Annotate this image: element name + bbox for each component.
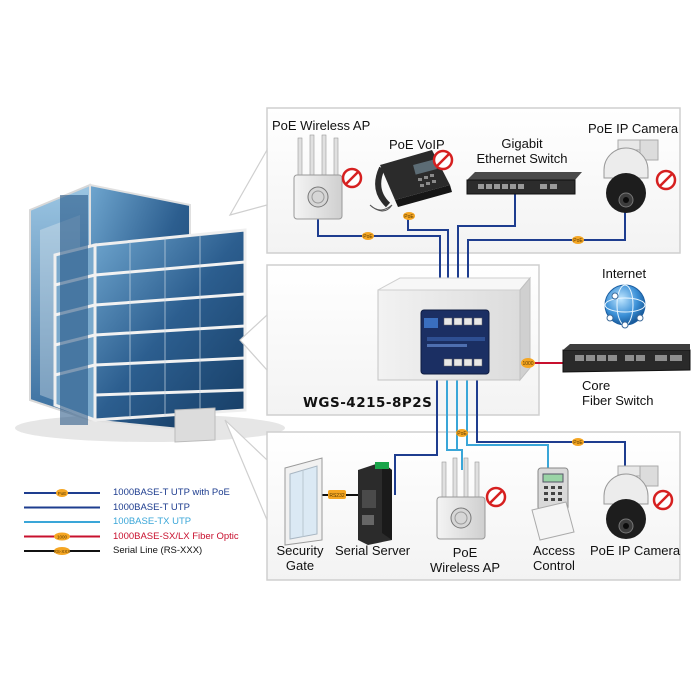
label-camera-top: PoE IP Camera [588,121,679,136]
legend-label: 1000BASE-SX/LX Fiber Optic [113,530,239,542]
label-security-line2: Gate [285,558,315,573]
label-core-line2: Fiber Switch [582,393,654,408]
label-gigabit-line2: Ethernet Switch [476,151,568,166]
label-ap-top: PoE Wireless AP [272,118,371,133]
svg-text:RS232: RS232 [329,493,345,499]
label-gigabit-line1: Gigabit [501,136,543,151]
serial-badge: RS232 [328,490,346,499]
internet-globe [604,284,646,329]
poe-badge-voip: PoE [403,212,415,220]
svg-text:PoE: PoE [573,440,583,446]
no-power-ap-top-icon [341,167,363,189]
label-access-line1: Access [533,543,575,558]
label-serial-server: Serial Server [335,543,411,558]
poe-badge-camera-bottom: PoE [572,438,584,446]
label-camera-bottom: PoE IP Camera [590,543,681,558]
poe-badge-ap-top: PoE [362,232,374,240]
fiber-badge: 1000 [521,358,535,368]
svg-text:PoE: PoE [573,238,583,244]
model-name: WGS-4215-8P2S [303,395,433,411]
label-security-gate: Security Gate [270,543,330,573]
label-core-line1: Core [582,378,611,393]
svg-text:PoE: PoE [363,234,373,240]
legend-badge [56,489,68,497]
label-internet: Internet [602,266,647,281]
poe-badge-ap-bottom: PoE [456,429,468,437]
legend-label: 1000BASE-T UTP with PoE [113,487,230,498]
no-power-camera-top-icon [655,169,677,191]
label-security-line1: Security [276,543,324,558]
ip-camera-top-icon [603,139,659,213]
no-power-icons [341,149,677,511]
label-core-switch: Core Fiber Switch [582,378,654,408]
label-gigabit-switch: Gigabit Ethernet Switch [472,136,572,166]
label-ap-bottom: PoE Wireless AP [425,545,505,575]
core-fiber-switch [562,344,691,373]
legend-badge-text: 1000 [57,534,68,539]
ap-bottom-icon [436,457,486,540]
poe-badge-camera-top: PoE [572,236,584,244]
office-building [15,183,285,443]
legend-label: 1000BASE-T UTP [113,501,190,513]
legend-row: RS-XXX [24,547,100,555]
svg-text:PoE: PoE [404,214,414,220]
label-voip: PoE VoIP [389,137,445,152]
serial-server-icon [358,462,392,545]
label-ap-bottom-line1: PoE [452,545,478,560]
ip-camera-bottom-icon [603,465,659,539]
svg-text:1000: 1000 [522,361,533,367]
gigabit-switch-icon [466,172,582,195]
no-power-ap-bottom-icon [485,486,507,508]
legend-label: Serial Line (RS-XXX) [113,545,203,556]
no-power-camera-bottom-icon [652,489,674,511]
legend-badge [54,532,70,541]
legend-badge-text: PoE [58,491,67,496]
legend-row: PoE [24,489,100,497]
legend-badge-text: RS-XXX [54,549,71,554]
no-power-voip-icon [432,149,454,171]
label-access-control: Access Control [524,543,584,573]
access-control-icon [531,467,575,541]
legend-row: 1000 [24,532,100,541]
legend-label: 100BASE-TX UTP [113,516,192,527]
ap-top-icon [293,134,343,220]
wgs-switch [377,276,532,382]
label-access-line2: Control [533,558,575,573]
label-ap-bottom-line2: Wireless AP [429,560,501,575]
link-badges: PoE PoE PoE PoE PoE 1000 RS232 [328,212,584,499]
legend-badge [54,547,70,555]
voip-phone-icon [369,150,452,212]
security-gate-icon [284,457,323,546]
svg-text:PoE: PoE [457,431,467,437]
